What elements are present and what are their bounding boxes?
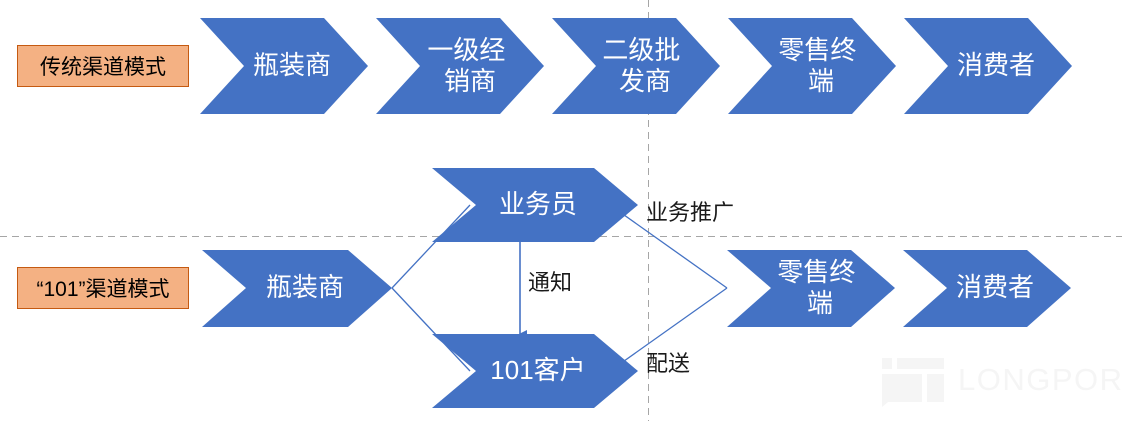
mode101-branch-salesperson-label: 业务员 bbox=[499, 189, 577, 219]
connector-customer101-to-retail bbox=[609, 287, 728, 372]
connector-bottler-to-customer101 bbox=[391, 287, 471, 372]
traditional-stage-4-label: 零售终 端 bbox=[778, 35, 863, 96]
mode101-retail-terminal-label: 零售终 端 bbox=[777, 257, 862, 318]
connector-salesperson-to-retail bbox=[609, 204, 728, 289]
traditional-stage-1[interactable]: 瓶装商 bbox=[200, 18, 368, 114]
traditional-stage-3-label: 二级批 发商 bbox=[602, 35, 687, 96]
traditional-stage-5[interactable]: 消费者 bbox=[904, 18, 1072, 114]
chevron-shape bbox=[200, 18, 368, 114]
edge-label-notify: 通知 bbox=[528, 270, 572, 295]
traditional-stage-3[interactable]: 二级批 发商 bbox=[552, 18, 720, 114]
mode101-consumer[interactable]: 消费者 bbox=[903, 250, 1071, 327]
chevron-shape bbox=[727, 250, 895, 327]
mode-label-traditional-text: 传统渠道模式 bbox=[40, 56, 166, 79]
chevron-shape bbox=[432, 168, 638, 242]
edge-label-promotion: 业务推广 bbox=[646, 200, 734, 225]
traditional-stage-4[interactable]: 零售终 端 bbox=[728, 18, 896, 114]
chevron-shape bbox=[376, 18, 544, 114]
mode101-branch-customer101[interactable]: 101客户 bbox=[432, 334, 638, 408]
chevron-shape bbox=[728, 18, 896, 114]
mode-label-101[interactable]: “101”渠道模式 bbox=[17, 267, 189, 309]
chevron-shape bbox=[903, 250, 1071, 327]
traditional-stage-1-label: 瓶装商 bbox=[253, 50, 331, 80]
mode101-consumer-label: 消费者 bbox=[956, 272, 1034, 302]
mode-label-101-text: “101”渠道模式 bbox=[36, 278, 170, 301]
mode101-bottler[interactable]: 瓶装商 bbox=[202, 250, 392, 327]
chevron-shape bbox=[552, 18, 720, 114]
connector-bottler-to-salesperson bbox=[391, 204, 471, 289]
mode101-branch-salesperson[interactable]: 业务员 bbox=[432, 168, 638, 242]
traditional-stage-5-label: 消费者 bbox=[957, 50, 1035, 80]
mode101-branch-customer101-label: 101客户 bbox=[490, 355, 585, 385]
chevron-shape bbox=[904, 18, 1072, 114]
mode-label-traditional[interactable]: 传统渠道模式 bbox=[17, 45, 189, 87]
mode101-retail-terminal[interactable]: 零售终 端 bbox=[727, 250, 895, 327]
traditional-stage-2-label: 一级经 销商 bbox=[427, 35, 512, 96]
chevron-shape bbox=[202, 250, 392, 327]
mode101-bottler-label: 瓶装商 bbox=[266, 272, 344, 302]
traditional-stage-2[interactable]: 一级经 销商 bbox=[376, 18, 544, 114]
edge-label-delivery: 配送 bbox=[646, 351, 690, 376]
chevron-shape bbox=[432, 334, 638, 408]
